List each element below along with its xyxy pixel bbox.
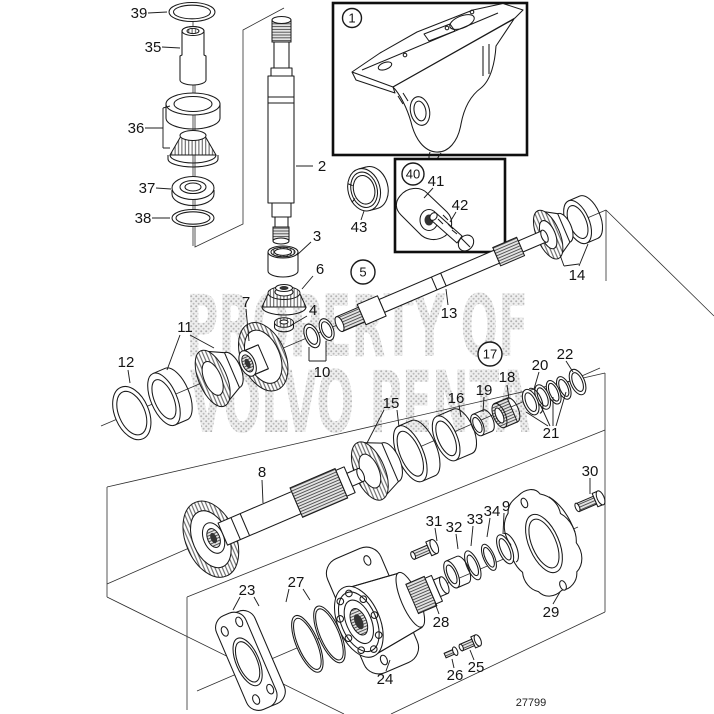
callout-13-label: 13 bbox=[441, 305, 458, 322]
bearing-4 bbox=[273, 317, 295, 333]
callout-17-label: 17 bbox=[483, 347, 497, 362]
drawing-number: 27799 bbox=[516, 697, 547, 709]
gearcase-drawing bbox=[351, 2, 524, 166]
bearing-36 bbox=[165, 92, 221, 168]
retainer-29 bbox=[503, 489, 583, 597]
callout-14-label: 14 bbox=[569, 267, 586, 284]
callout-20-label: 20 bbox=[532, 357, 549, 374]
callout-labels: 39 35 36 37 38 2 3 6 4 7 10 11 12 13 14 … bbox=[118, 5, 599, 688]
vertical-shaft-2 bbox=[267, 15, 295, 245]
callout-11-label: 11 bbox=[177, 319, 193, 336]
splined-sleeve-18 bbox=[491, 397, 521, 429]
orings-27 bbox=[291, 605, 346, 673]
callout-6-label: 6 bbox=[316, 261, 324, 278]
callout-22-label: 22 bbox=[557, 346, 574, 363]
callout-9-label: 9 bbox=[502, 498, 510, 515]
kit-box-40: 40 bbox=[393, 157, 507, 254]
ring-34 bbox=[480, 543, 497, 571]
callout-7-label: 7 bbox=[242, 294, 250, 311]
callout-35-label: 35 bbox=[145, 39, 162, 56]
callout-24-label: 24 bbox=[377, 671, 394, 688]
callout-16-label: 16 bbox=[448, 390, 465, 407]
upper-axis-group bbox=[112, 195, 604, 441]
bearing-housing-24 bbox=[325, 546, 450, 675]
callout-23-label: 23 bbox=[239, 582, 256, 599]
oring-38 bbox=[171, 208, 215, 228]
cone-bolt-42 bbox=[429, 212, 475, 252]
callout-40-circle bbox=[401, 162, 425, 186]
callout-10-label: 10 bbox=[314, 364, 331, 381]
callout-17-circle bbox=[477, 341, 503, 367]
bearing-37 bbox=[171, 175, 215, 207]
callout-8-label: 8 bbox=[258, 464, 266, 481]
shim-rings-21 bbox=[545, 376, 572, 405]
sleeve-19 bbox=[470, 409, 495, 437]
bolt-30 bbox=[574, 490, 606, 513]
callout-27-label: 27 bbox=[288, 574, 305, 591]
callout-3-label: 3 bbox=[313, 228, 321, 245]
callout-15-label: 15 bbox=[383, 395, 400, 412]
bolt-25 bbox=[458, 634, 482, 652]
driveshaft-13 bbox=[334, 229, 549, 333]
bearing-race-11 bbox=[147, 367, 193, 427]
callout-41-label: 41 bbox=[428, 173, 445, 190]
callout-29-label: 29 bbox=[543, 604, 560, 621]
oring-12 bbox=[112, 385, 152, 441]
bolt-31 bbox=[410, 538, 440, 560]
sleeve-35 bbox=[179, 25, 207, 86]
callout-18-label: 18 bbox=[499, 369, 516, 386]
propshaft-gear-8 bbox=[182, 466, 366, 578]
callout-26-label: 26 bbox=[447, 667, 464, 684]
sleeve-16 bbox=[431, 408, 478, 462]
seal-ring-9 bbox=[496, 532, 519, 565]
callout-5-label: 5 bbox=[359, 265, 366, 280]
leader-lines bbox=[127, 11, 591, 672]
callout-21-label: 21 bbox=[543, 425, 560, 442]
callout-31-label: 31 bbox=[426, 513, 443, 530]
callout-2-label: 2 bbox=[318, 158, 326, 175]
sleeve-32 bbox=[443, 555, 472, 589]
bearing-balls bbox=[336, 589, 383, 654]
bevel-gear-6 bbox=[261, 283, 307, 316]
needle-bearing-3 bbox=[267, 245, 299, 278]
bottom-row-group bbox=[215, 489, 606, 711]
callout-28-label: 28 bbox=[433, 614, 450, 631]
callout-5-circle bbox=[350, 259, 376, 285]
ring-nut-43 bbox=[347, 166, 389, 212]
gear-7 bbox=[238, 322, 289, 392]
callout-32-label: 32 bbox=[446, 519, 463, 536]
callout-25-label: 25 bbox=[468, 659, 485, 676]
callout-39-label: 39 bbox=[131, 5, 148, 22]
callout-33-label: 33 bbox=[467, 511, 484, 528]
callout-1-circle bbox=[341, 7, 363, 29]
callout-40-label: 40 bbox=[406, 167, 420, 182]
driveshaft-row-group bbox=[182, 368, 587, 578]
flange-23 bbox=[215, 609, 286, 711]
oring-39 bbox=[168, 1, 216, 23]
callout-34-label: 34 bbox=[484, 503, 501, 520]
callout-30-label: 30 bbox=[582, 463, 599, 480]
bearing-cone-14 bbox=[532, 209, 574, 260]
callout-37-label: 37 bbox=[139, 180, 156, 197]
inset-box-drive-unit: 1 bbox=[331, 1, 529, 166]
callout-36-label: 36 bbox=[128, 120, 145, 137]
callout-1-label: 1 bbox=[348, 11, 355, 26]
callout-12-label: 12 bbox=[118, 354, 135, 371]
shim-rings-10 bbox=[303, 318, 335, 349]
oring-22 bbox=[568, 368, 587, 396]
callout-4-label: 4 bbox=[309, 302, 317, 319]
callout-43-label: 43 bbox=[351, 219, 368, 236]
bearing-cone-11 bbox=[194, 349, 244, 408]
screw-26 bbox=[443, 646, 459, 659]
plate-rect-hole bbox=[423, 23, 456, 42]
plate-oval-hole bbox=[449, 14, 475, 30]
ring-33 bbox=[464, 550, 482, 581]
callout-19-label: 19 bbox=[476, 382, 493, 399]
rings-20 bbox=[521, 384, 552, 416]
callout-38-label: 38 bbox=[135, 210, 152, 227]
bearing-cone-15 bbox=[350, 441, 403, 501]
callout-42-label: 42 bbox=[452, 197, 469, 214]
splined-stub-28 bbox=[405, 574, 450, 615]
